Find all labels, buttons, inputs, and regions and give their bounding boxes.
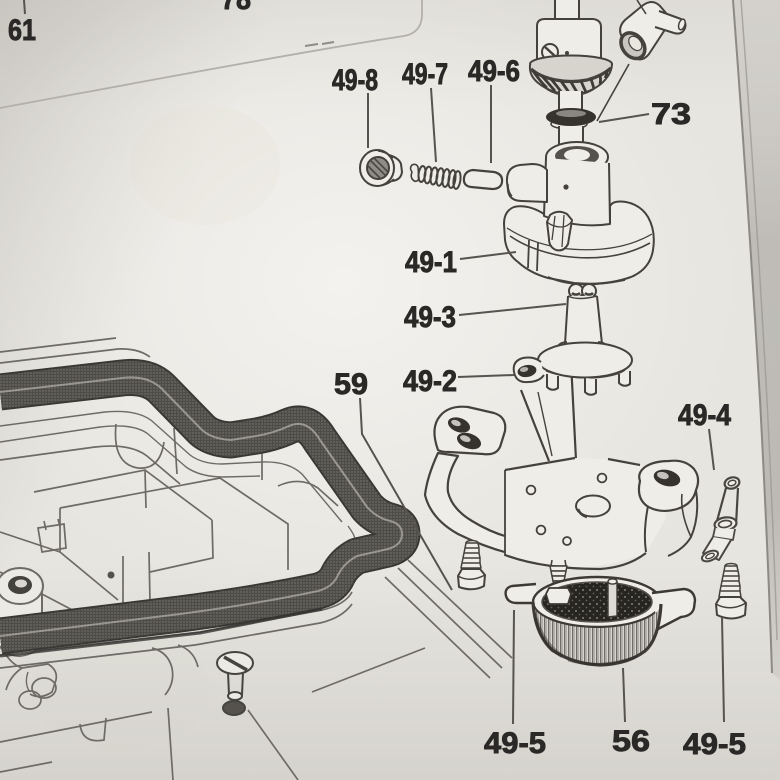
svg-text:73: 73 bbox=[651, 98, 691, 131]
svg-text:49-5: 49-5 bbox=[484, 727, 546, 760]
svg-text:78: 78 bbox=[221, 0, 251, 16]
svg-text:49-2: 49-2 bbox=[403, 365, 457, 398]
svg-text:49-5: 49-5 bbox=[683, 728, 746, 761]
svg-text:49-8: 49-8 bbox=[332, 64, 378, 97]
svg-text:59: 59 bbox=[334, 368, 368, 401]
svg-text:49-6: 49-6 bbox=[468, 55, 520, 88]
svg-text:49-3: 49-3 bbox=[404, 301, 456, 334]
svg-text:49-1: 49-1 bbox=[405, 246, 457, 279]
svg-text:49-7: 49-7 bbox=[402, 58, 448, 91]
svg-text:61: 61 bbox=[8, 14, 36, 47]
svg-text:49-4: 49-4 bbox=[678, 399, 731, 432]
svg-text:56: 56 bbox=[612, 725, 650, 758]
